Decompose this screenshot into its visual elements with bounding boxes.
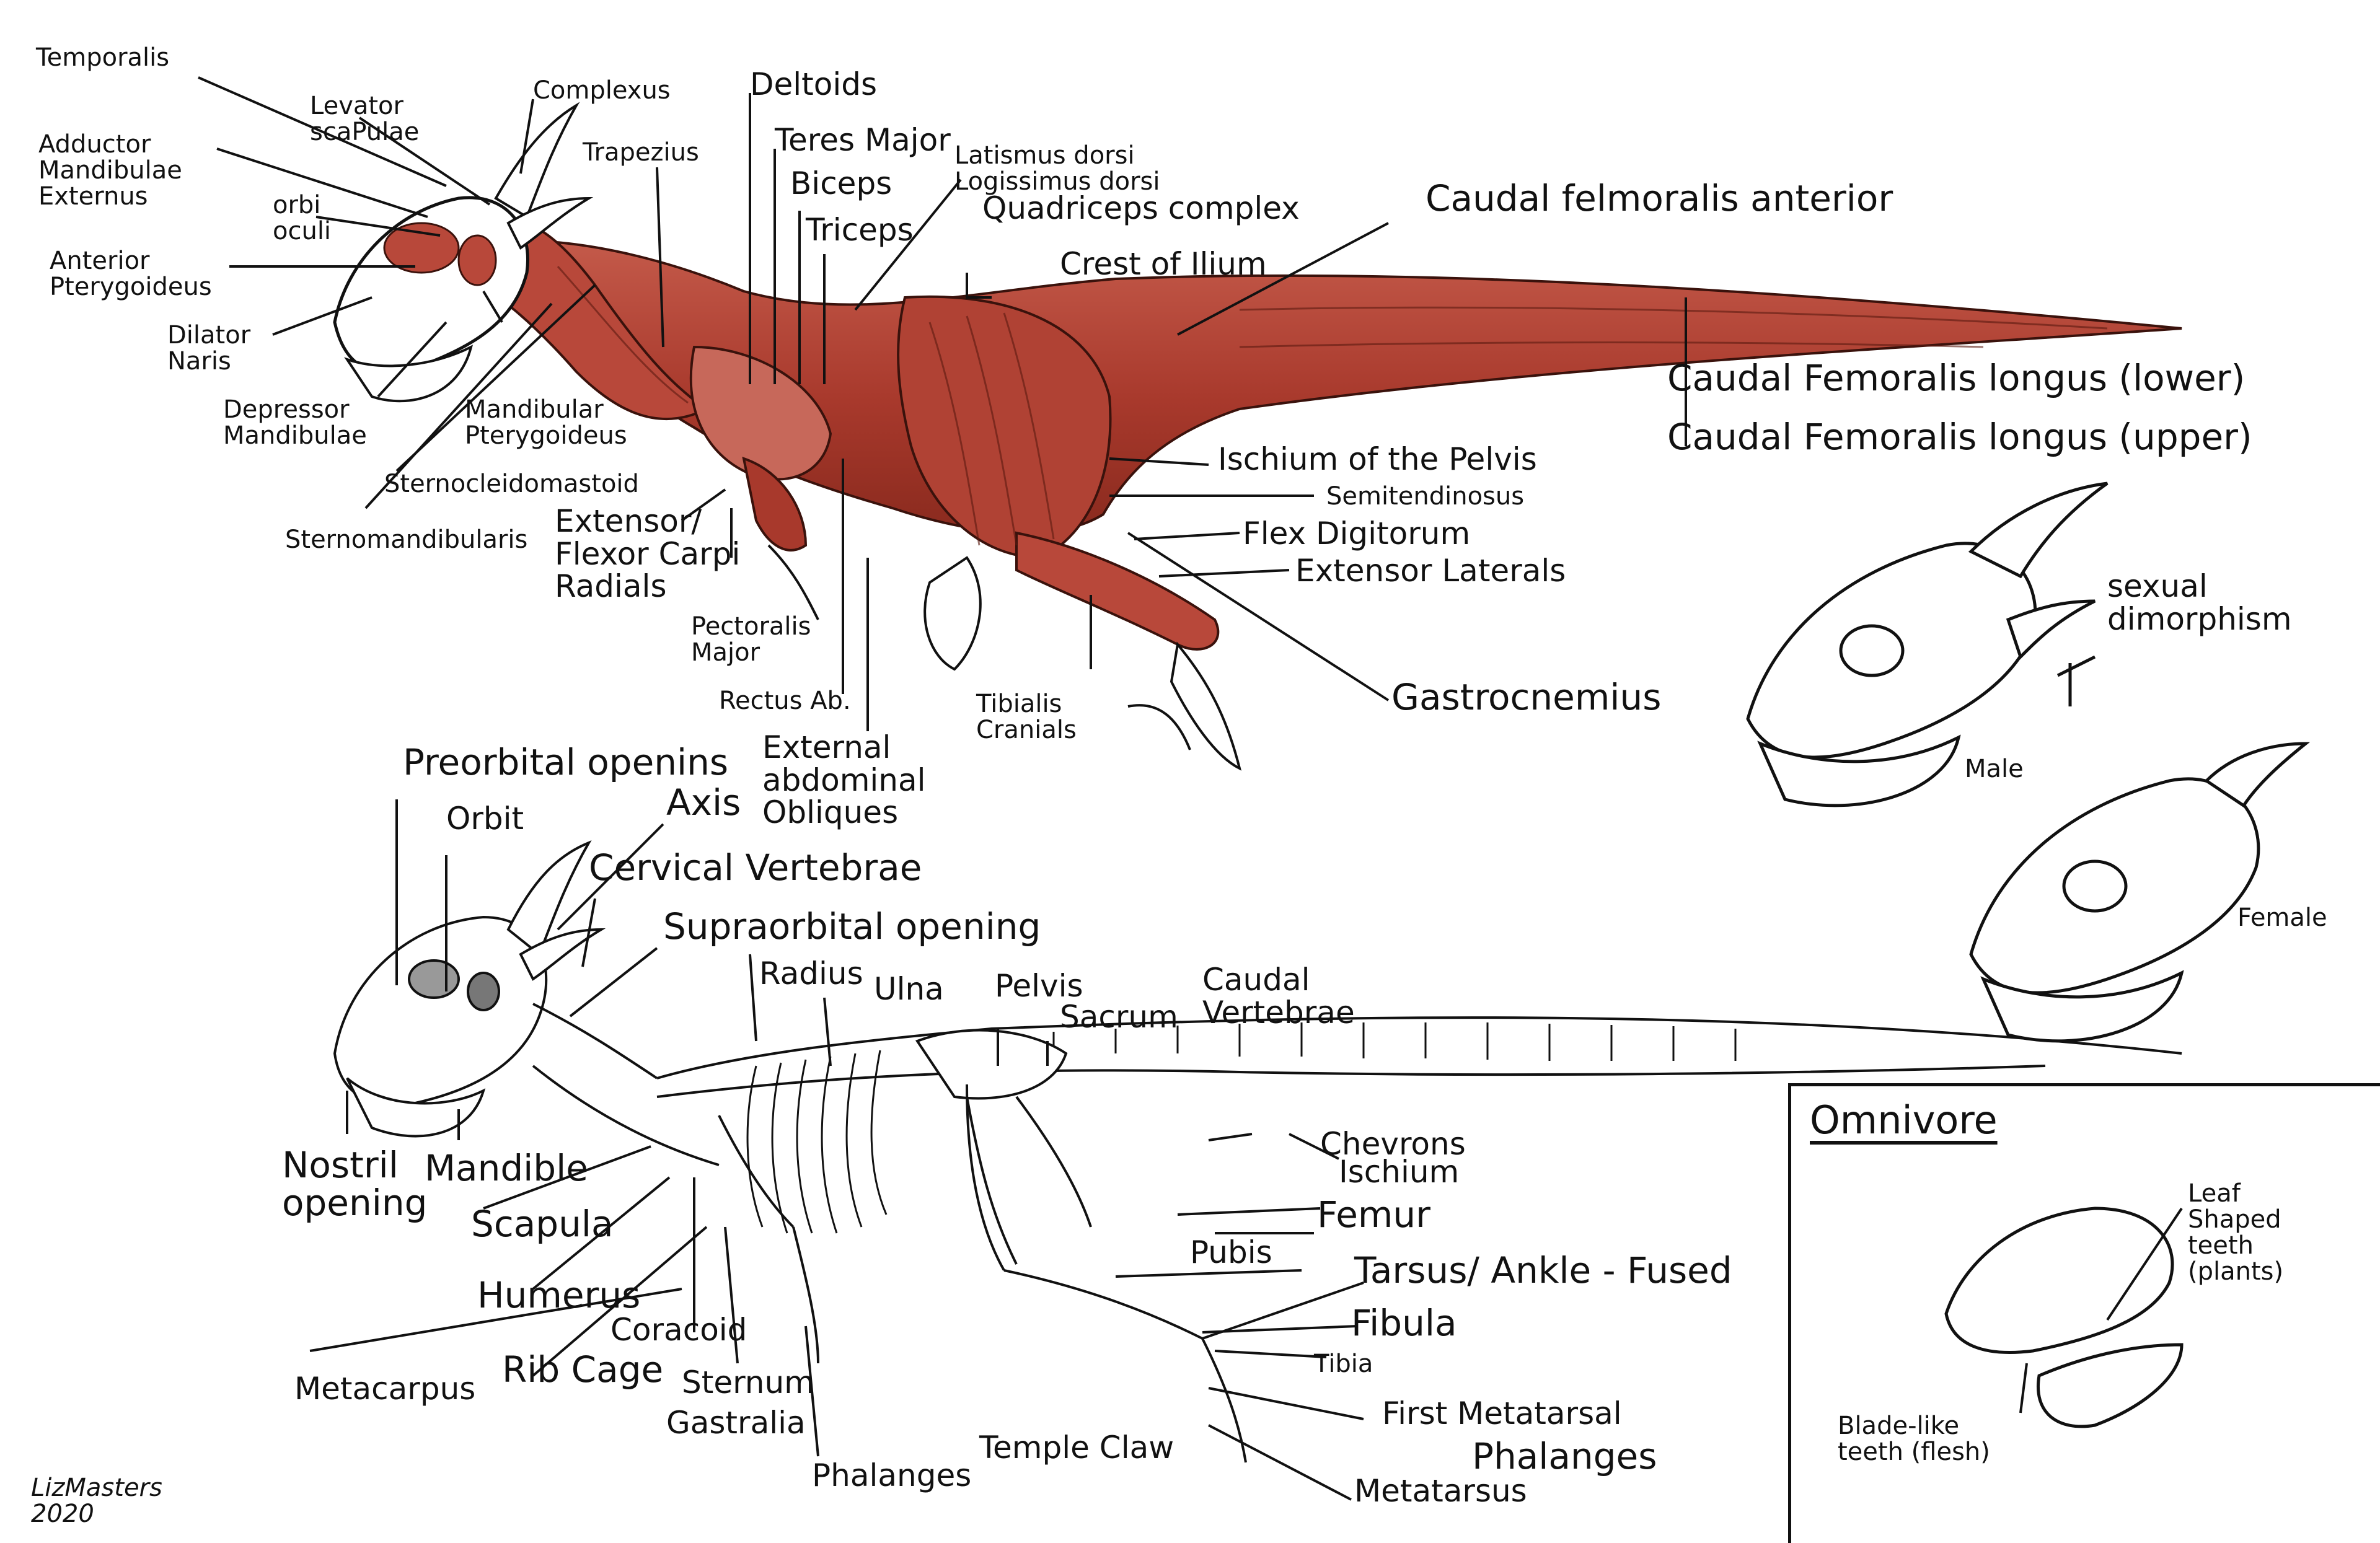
- label-deltoids: Deltoids: [750, 66, 878, 102]
- label-caudal-femoralis-anterior: Caudal felmoralis anterior: [1426, 177, 1893, 219]
- label-first-metatarsal: First Metatarsal: [1382, 1396, 1622, 1431]
- label-mandibular-pterygoideus: Mandibular Pterygoideus: [465, 395, 627, 450]
- skeleton-pelvis: [915, 1029, 1068, 1100]
- label-sternocleidomastoid: Sternocleidomastoid: [384, 470, 639, 498]
- label-caudal-femoralis-upper: Caudal Femoralis longus (upper): [1667, 416, 2252, 458]
- muscle-horn: [494, 102, 580, 219]
- skeleton-ribs: [746, 1050, 888, 1234]
- label-femur: Femur: [1317, 1194, 1430, 1236]
- label-quadriceps-complex: Quadriceps complex: [982, 190, 1300, 226]
- label-ischium-of-pelvis: Ischium of the Pelvis: [1218, 441, 1537, 477]
- label-biceps: Biceps: [790, 165, 892, 201]
- dimorphism-pointer: [2056, 655, 2096, 706]
- label-phalanges-foot: Phalanges: [1472, 1435, 1657, 1477]
- label-dilator-naris: Dilator Naris: [167, 321, 251, 376]
- label-nostril-opening: Nostril opening: [282, 1144, 428, 1224]
- label-male: Male: [1965, 755, 2024, 783]
- label-humerus: Humerus: [477, 1274, 641, 1316]
- label-rib-cage: Rib Cage: [502, 1348, 664, 1391]
- artist-signature: LizMasters 2020: [31, 1474, 162, 1528]
- omnivore-title: Omnivore: [1810, 1097, 1998, 1143]
- label-sternomandibularis: Sternomandibularis: [285, 525, 528, 554]
- omnivore-skull: [1944, 1207, 2184, 1428]
- label-pubis: Pubis: [1190, 1234, 1272, 1270]
- label-gastralia: Gastralia: [666, 1405, 806, 1441]
- label-levator-scapulae: Levator scaPulae: [310, 92, 420, 146]
- label-sexual-dimorphism: sexual dimorphism: [2107, 568, 2292, 637]
- label-teres-major: Teres Major: [775, 122, 951, 158]
- label-leaf-teeth: Leaf Shaped teeth (plants): [2188, 1179, 2284, 1286]
- label-scapula: Scapula: [471, 1203, 614, 1245]
- blade-teeth-pointer: [2019, 1363, 2028, 1413]
- muscle-dinosaur: [333, 102, 2182, 771]
- label-trapezius: Trapezius: [583, 138, 699, 167]
- label-ischium: Ischium: [1339, 1154, 1460, 1190]
- label-fibula: Fibula: [1351, 1302, 1457, 1344]
- label-radius: Radius: [759, 956, 863, 991]
- skeleton-dinosaur: [333, 840, 2182, 1463]
- skeleton-femur: [966, 1084, 1005, 1271]
- label-tibialis-cranials: Tibialis Cranials: [976, 690, 1077, 744]
- label-flex-digitorum: Flex Digitorum: [1243, 516, 1471, 552]
- label-chevrons: Chevrons: [1320, 1126, 1466, 1162]
- label-logissimus-dorsi: Logissimus dorsi: [954, 167, 1160, 196]
- label-blade-teeth: Blade-like teeth (flesh): [1838, 1412, 1990, 1466]
- label-extensor-flexor: Extensor/ Flexor Carpi Radials: [555, 503, 741, 604]
- label-supraorbital-opening: Supraorbital opening: [663, 905, 1041, 947]
- label-preorbital-openings: Preorbital openins: [403, 741, 729, 783]
- label-caudal-vertebrae: Caudal Vertebrae: [1202, 962, 1355, 1031]
- label-semitendinosus: Semitendinosus: [1326, 482, 1525, 511]
- label-anterior-pterygoideus: Anterior Pterygoideus: [50, 247, 212, 301]
- label-tarsus: Tarsus/ Ankle - Fused: [1354, 1249, 1732, 1291]
- label-latismus-dorsi: Latismus dorsi: [954, 141, 1135, 170]
- skeleton-skull: [333, 915, 548, 1106]
- muscle-shin: [1015, 531, 1220, 651]
- male-skull: [1746, 481, 2109, 807]
- label-adductor: Adductor Mandibulae Externus: [38, 130, 182, 211]
- label-mandible: Mandible: [425, 1147, 588, 1189]
- label-external-obliques: External abdominal Obliques: [762, 729, 926, 830]
- muscle-forearm: [742, 457, 808, 552]
- label-complexus: Complexus: [533, 76, 671, 105]
- label-extensor-laterals: Extensor Laterals: [1295, 553, 1566, 589]
- label-coracoid: Coracoid: [610, 1312, 747, 1348]
- label-female: Female: [2237, 903, 2327, 932]
- label-triceps: Triceps: [806, 212, 914, 248]
- label-metatarsus: Metatarsus: [1354, 1473, 1527, 1509]
- label-sternum: Sternum: [682, 1365, 814, 1400]
- label-crest-of-ilium: Crest of Ilium: [1060, 246, 1267, 282]
- label-caudal-femoralis-lower: Caudal Femoralis longus (lower): [1667, 357, 2246, 399]
- label-pectoralis-major: Pectoralis Major: [691, 612, 811, 667]
- label-orbi-oculi: orbi oculi: [273, 191, 332, 245]
- label-pelvis: Pelvis: [995, 968, 1083, 1004]
- label-temple-claw: Temple Claw: [979, 1430, 1175, 1466]
- label-temporalis: Temporalis: [36, 43, 170, 72]
- label-sacrum: Sacrum: [1060, 999, 1178, 1035]
- label-ulna: Ulna: [874, 971, 944, 1007]
- skeleton-spine: [656, 1016, 2182, 1079]
- label-cervical-vertebrae: Cervical Vertebrae: [589, 846, 922, 889]
- omnivore-panel: [1788, 1083, 2380, 1543]
- skeleton-tibia: [1003, 1269, 1203, 1340]
- label-gastrocnemius: Gastrocnemius: [1391, 676, 1662, 718]
- label-rectus-ab: Rectus Ab.: [719, 687, 851, 715]
- female-skull: [1969, 742, 2311, 1043]
- label-axis: Axis: [666, 781, 741, 824]
- label-metacarpus: Metacarpus: [294, 1371, 476, 1407]
- leaf-teeth-pointer: [2106, 1207, 2183, 1321]
- leader-lines: [198, 76, 1687, 1501]
- label-phalanges-hand: Phalanges: [812, 1457, 972, 1493]
- label-orbit: Orbit: [446, 801, 524, 837]
- label-tibia: Tibia: [1314, 1350, 1373, 1378]
- label-depressor-mandibulae: Depressor Mandibulae: [223, 395, 367, 450]
